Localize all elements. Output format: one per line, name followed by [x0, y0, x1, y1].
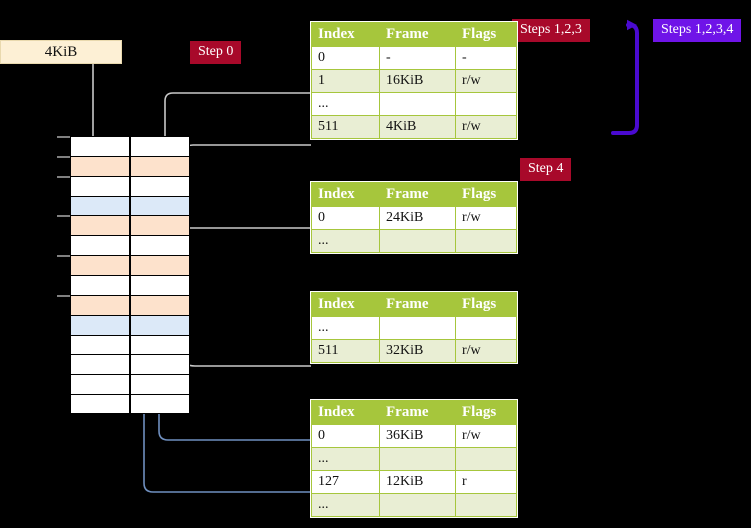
table-cell-index: ...	[311, 316, 380, 340]
steps123-badge: Steps 1,2,3	[512, 19, 590, 42]
table-row[interactable]: ...	[311, 493, 517, 517]
table-cell-flags	[455, 229, 517, 253]
table-cell-frame: 32KiB	[379, 339, 456, 363]
size-box-label: 4KiB	[44, 43, 78, 60]
table-cell-frame: 16KiB	[379, 69, 456, 93]
column-header-index: Index	[311, 400, 380, 425]
column-header-frame: Frame	[379, 400, 456, 425]
table-cell-frame: 4KiB	[379, 115, 456, 139]
table-row[interactable]: ...	[311, 229, 517, 253]
grid-tick	[57, 176, 71, 178]
step4-badge: Step 4	[520, 158, 572, 181]
steps1234-badge: Steps 1,2,3,4	[653, 19, 742, 42]
step0-badge: Step 0	[190, 41, 242, 64]
table-cell-frame	[379, 229, 456, 253]
table-cell-index: 0	[311, 46, 380, 70]
column-header-flags: Flags	[455, 182, 517, 207]
table-cell-index: 127	[311, 470, 380, 494]
table-cell-index: 1	[311, 69, 380, 93]
table-cell-frame	[379, 316, 456, 340]
column-header-frame: Frame	[379, 292, 456, 317]
table-cell-flags	[455, 493, 517, 517]
column-header-flags: Flags	[455, 292, 517, 317]
table-cell-index: ...	[311, 447, 380, 471]
table-row[interactable]: ...	[311, 92, 517, 116]
table-cell-index: ...	[311, 92, 380, 116]
column-header-index: Index	[311, 292, 380, 317]
table-cell-index: 511	[311, 339, 380, 363]
table-cell-frame: 24KiB	[379, 206, 456, 230]
table-row[interactable]: ...	[311, 316, 517, 340]
table-cell-index: 0	[311, 206, 380, 230]
table-cell-index: 0	[311, 424, 380, 448]
table-cell-index: ...	[311, 493, 380, 517]
table-cell-flags: r/w	[455, 339, 517, 363]
grid-tick	[57, 215, 71, 217]
table-cell-flags	[455, 92, 517, 116]
table-row[interactable]: ...	[311, 447, 517, 471]
grid-vertical-divider	[129, 136, 131, 414]
table-cell-flags	[455, 316, 517, 340]
table-cell-flags: r/w	[455, 115, 517, 139]
grid-tick	[57, 156, 71, 158]
column-header-flags: Flags	[455, 22, 517, 47]
table-cell-flags: r/w	[455, 206, 517, 230]
column-header-frame: Frame	[379, 182, 456, 207]
table-cell-frame	[379, 92, 456, 116]
physical-memory-grid	[70, 136, 190, 414]
size-box-4kib: 4KiB	[0, 40, 122, 64]
table-cell-index: ...	[311, 229, 380, 253]
column-header-frame: Frame	[379, 22, 456, 47]
step0-label: Step 0	[198, 44, 234, 59]
table-cell-frame	[379, 447, 456, 471]
table-cell-frame: -	[379, 46, 456, 70]
table-cell-index: 511	[311, 115, 380, 139]
column-header-index: Index	[311, 182, 380, 207]
column-header-flags: Flags	[455, 400, 517, 425]
table-cell-frame	[379, 493, 456, 517]
grid-tick	[57, 255, 71, 257]
table-cell-flags	[455, 447, 517, 471]
steps1234-label: Steps 1,2,3,4	[661, 22, 734, 37]
table-cell-flags: r/w	[455, 424, 517, 448]
step4-label: Step 4	[528, 161, 564, 176]
table-cell-flags: r	[455, 470, 517, 494]
table-cell-frame: 12KiB	[379, 470, 456, 494]
column-header-index: Index	[311, 22, 380, 47]
steps123-label: Steps 1,2,3	[520, 22, 582, 37]
table-cell-flags: -	[455, 46, 517, 70]
grid-tick	[57, 136, 71, 138]
table-row[interactable]: 0--	[311, 46, 517, 70]
grid-tick	[57, 295, 71, 297]
table-cell-flags: r/w	[455, 69, 517, 93]
table-cell-frame: 36KiB	[379, 424, 456, 448]
